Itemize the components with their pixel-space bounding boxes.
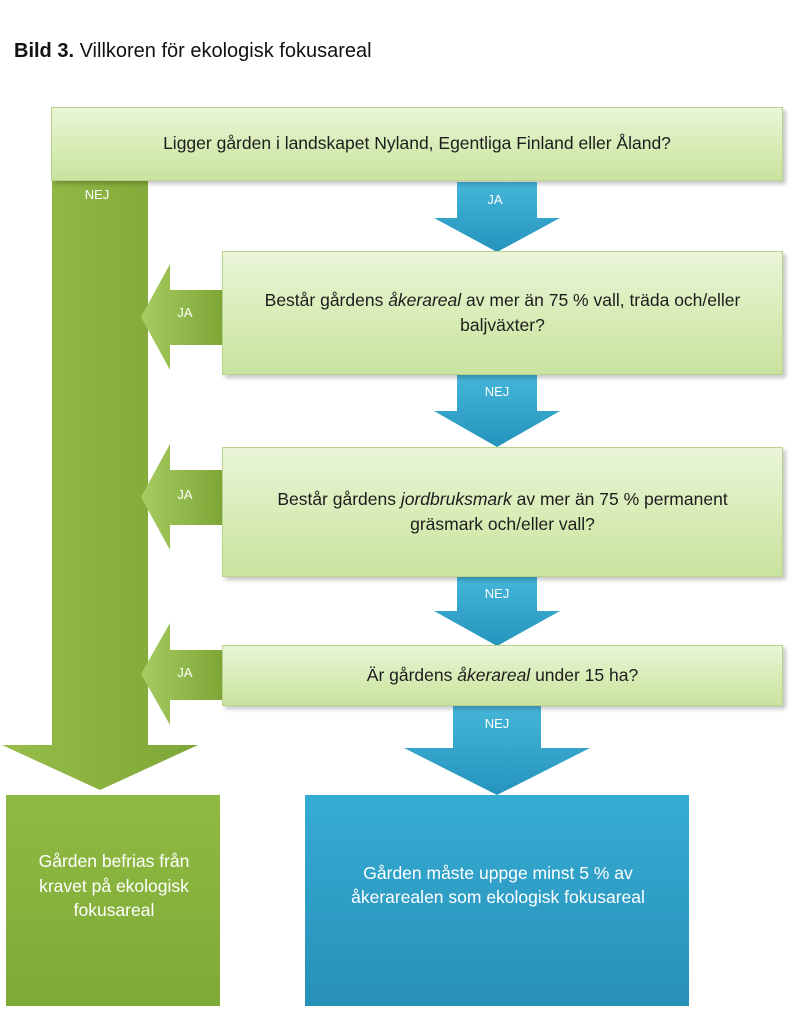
question-3-text: Består gårdens jordbruksmark av mer än 7… xyxy=(277,488,728,534)
figure-title: Bild 3. Villkoren för ekologisk fokusare… xyxy=(14,40,372,63)
question-2-box: Består gårdens åkerareal av mer än 75 % … xyxy=(222,251,783,375)
nej-arrow-2 xyxy=(434,577,560,646)
label-nej-2: NEJ xyxy=(484,586,510,601)
figure-caption: Villkoren för ekologisk fokusareal xyxy=(74,40,372,62)
question-1-box: Ligger gården i landskapet Nyland, Egent… xyxy=(51,107,783,181)
label-nej-main: NEJ xyxy=(84,187,110,202)
label-ja-2: JA xyxy=(177,487,193,502)
label-nej-3: NEJ xyxy=(484,716,510,731)
question-4-box: Är gårdens åkerareal under 15 ha? xyxy=(222,645,783,706)
nej-arrow-1 xyxy=(434,375,560,447)
nej-arrow-3 xyxy=(404,705,590,795)
ja-arrow-1 xyxy=(141,264,222,370)
result-required-bg xyxy=(305,795,689,1006)
question-4-text: Är gårdens åkerareal under 15 ha? xyxy=(366,664,639,685)
nej-main-arrow xyxy=(2,180,198,790)
result-exempt: Gården befrias från kravet på ekologisk … xyxy=(16,840,212,932)
result-required: Gården måste uppge minst 5 % av åkerarea… xyxy=(318,845,678,925)
ja-arrow-3 xyxy=(141,623,222,725)
label-ja-3: JA xyxy=(177,665,193,680)
label-ja-down: JA xyxy=(487,192,503,207)
result-exempt-text: Gården befrias från kravet på ekologisk … xyxy=(38,851,190,921)
question-3-box: Består gårdens jordbruksmark av mer än 7… xyxy=(222,447,783,577)
label-nej-1: NEJ xyxy=(484,384,510,399)
figure-number: Bild 3. xyxy=(14,40,75,62)
question-2-text: Består gårdens åkerareal av mer än 75 % … xyxy=(264,289,741,335)
label-ja-1: JA xyxy=(177,305,193,320)
question-1-text: Ligger gården i landskapet Nyland, Egent… xyxy=(163,133,671,154)
ja-arrow-2 xyxy=(141,444,222,550)
result-exempt-bg xyxy=(6,795,220,1006)
result-required-text: Gården måste uppge minst 5 % av åkerarea… xyxy=(351,862,645,908)
ja-down-arrow xyxy=(434,182,560,252)
